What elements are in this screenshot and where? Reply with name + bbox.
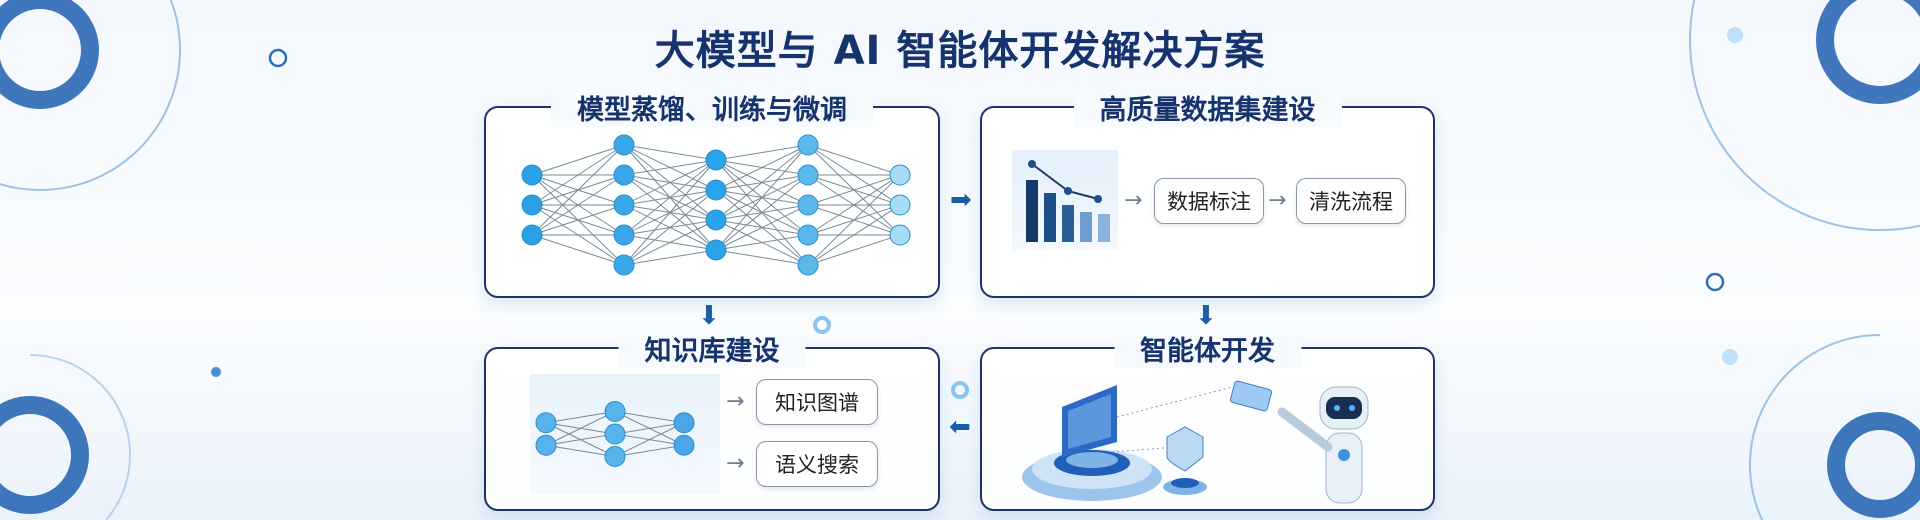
network-edge: [715, 144, 809, 191]
network-edge: [807, 174, 901, 236]
knowledge-graph-icon: [530, 374, 720, 494]
step-annotation: 数据标注: [1154, 178, 1264, 224]
network-edge: [614, 444, 685, 457]
section-title: 高质量数据集建设: [1073, 88, 1342, 127]
network-node: [535, 412, 557, 434]
network-edge: [614, 422, 685, 435]
network-edge: [715, 204, 809, 251]
network-node: [705, 179, 727, 201]
step-cleaning: 清洗流程: [1296, 178, 1406, 224]
network-node: [613, 224, 635, 246]
network-edge: [545, 411, 616, 446]
network-node: [705, 239, 727, 261]
network-edge: [807, 204, 901, 266]
arrow-down-icon: ⬇: [1195, 301, 1217, 331]
network-edge: [715, 144, 809, 161]
network-edge: [623, 159, 717, 236]
network-edge: [807, 234, 901, 266]
network-node: [705, 209, 727, 231]
network-node: [613, 164, 635, 186]
network-node: [613, 254, 635, 276]
network-edge: [531, 174, 625, 236]
network-edge: [623, 159, 717, 266]
section-title: 知识库建设: [618, 329, 806, 368]
network-node: [535, 434, 557, 456]
arrow-icon: →: [726, 451, 745, 476]
arrow-icon: →: [1124, 188, 1143, 213]
output-semantic-search: 语义搜索: [756, 441, 878, 487]
page-title: 大模型与 AI 智能体开发解决方案: [654, 28, 1266, 74]
network-edge: [623, 159, 717, 176]
network-node: [521, 224, 543, 246]
network-edge: [531, 144, 625, 176]
arrow-icon: →: [1268, 188, 1287, 213]
network-edge: [545, 433, 616, 446]
network-edge: [715, 249, 809, 266]
network-node: [889, 194, 911, 216]
neural-network-icon: [521, 134, 911, 276]
section-knowledge-base: 知识库建设 → 知识图谱 → 语义搜索: [484, 329, 940, 511]
network-edge: [623, 219, 717, 266]
arrow-left-icon: ⬅: [949, 412, 971, 442]
bar-chart-icon: [1012, 150, 1118, 250]
network-node: [889, 164, 911, 186]
network-node: [797, 164, 819, 186]
network-node: [705, 149, 727, 171]
network-edge: [623, 144, 717, 161]
network-edge: [623, 249, 717, 266]
network-edge: [545, 444, 616, 457]
network-node: [604, 401, 626, 422]
arrow-down-icon: ⬇: [698, 301, 720, 331]
output-knowledge-graph: 知识图谱: [756, 379, 878, 425]
network-node: [889, 224, 911, 246]
network-node: [613, 194, 635, 216]
network-node: [673, 434, 695, 456]
arrow-right-icon: ➡: [950, 185, 972, 215]
network-edge: [531, 204, 625, 236]
network-edge: [807, 144, 901, 176]
network-node: [797, 254, 819, 276]
network-edge: [531, 234, 625, 266]
network-node: [521, 194, 543, 216]
network-edge: [807, 174, 901, 206]
section-agent-dev: 智能体开发: [980, 329, 1435, 511]
network-edge: [614, 422, 685, 457]
network-edge: [715, 174, 809, 251]
network-node: [604, 423, 626, 445]
agent-illustration: [1022, 380, 1369, 504]
network-node: [797, 194, 819, 216]
network-edge: [623, 159, 717, 206]
network-node: [521, 164, 543, 186]
network-node: [613, 134, 635, 156]
network-edge: [715, 144, 809, 221]
network-edge: [715, 144, 809, 251]
network-edge: [715, 234, 809, 251]
network-edge: [545, 411, 616, 424]
network-edge: [614, 411, 685, 424]
network-node: [797, 224, 819, 246]
network-node: [797, 134, 819, 156]
section-dataset: 高质量数据集建设 → 数据标注 → 清洗流程: [980, 88, 1435, 298]
network-edge: [623, 189, 717, 266]
network-edge: [531, 144, 625, 206]
arrow-icon: →: [726, 389, 745, 414]
network-node: [673, 412, 695, 434]
section-model-training: 模型蒸馏、训练与微调: [484, 88, 940, 298]
section-title: 模型蒸馏、训练与微调: [551, 88, 873, 127]
network-edge: [807, 174, 901, 266]
section-title: 智能体开发: [1114, 329, 1301, 368]
network-node: [604, 446, 626, 467]
network-edge: [531, 144, 625, 236]
